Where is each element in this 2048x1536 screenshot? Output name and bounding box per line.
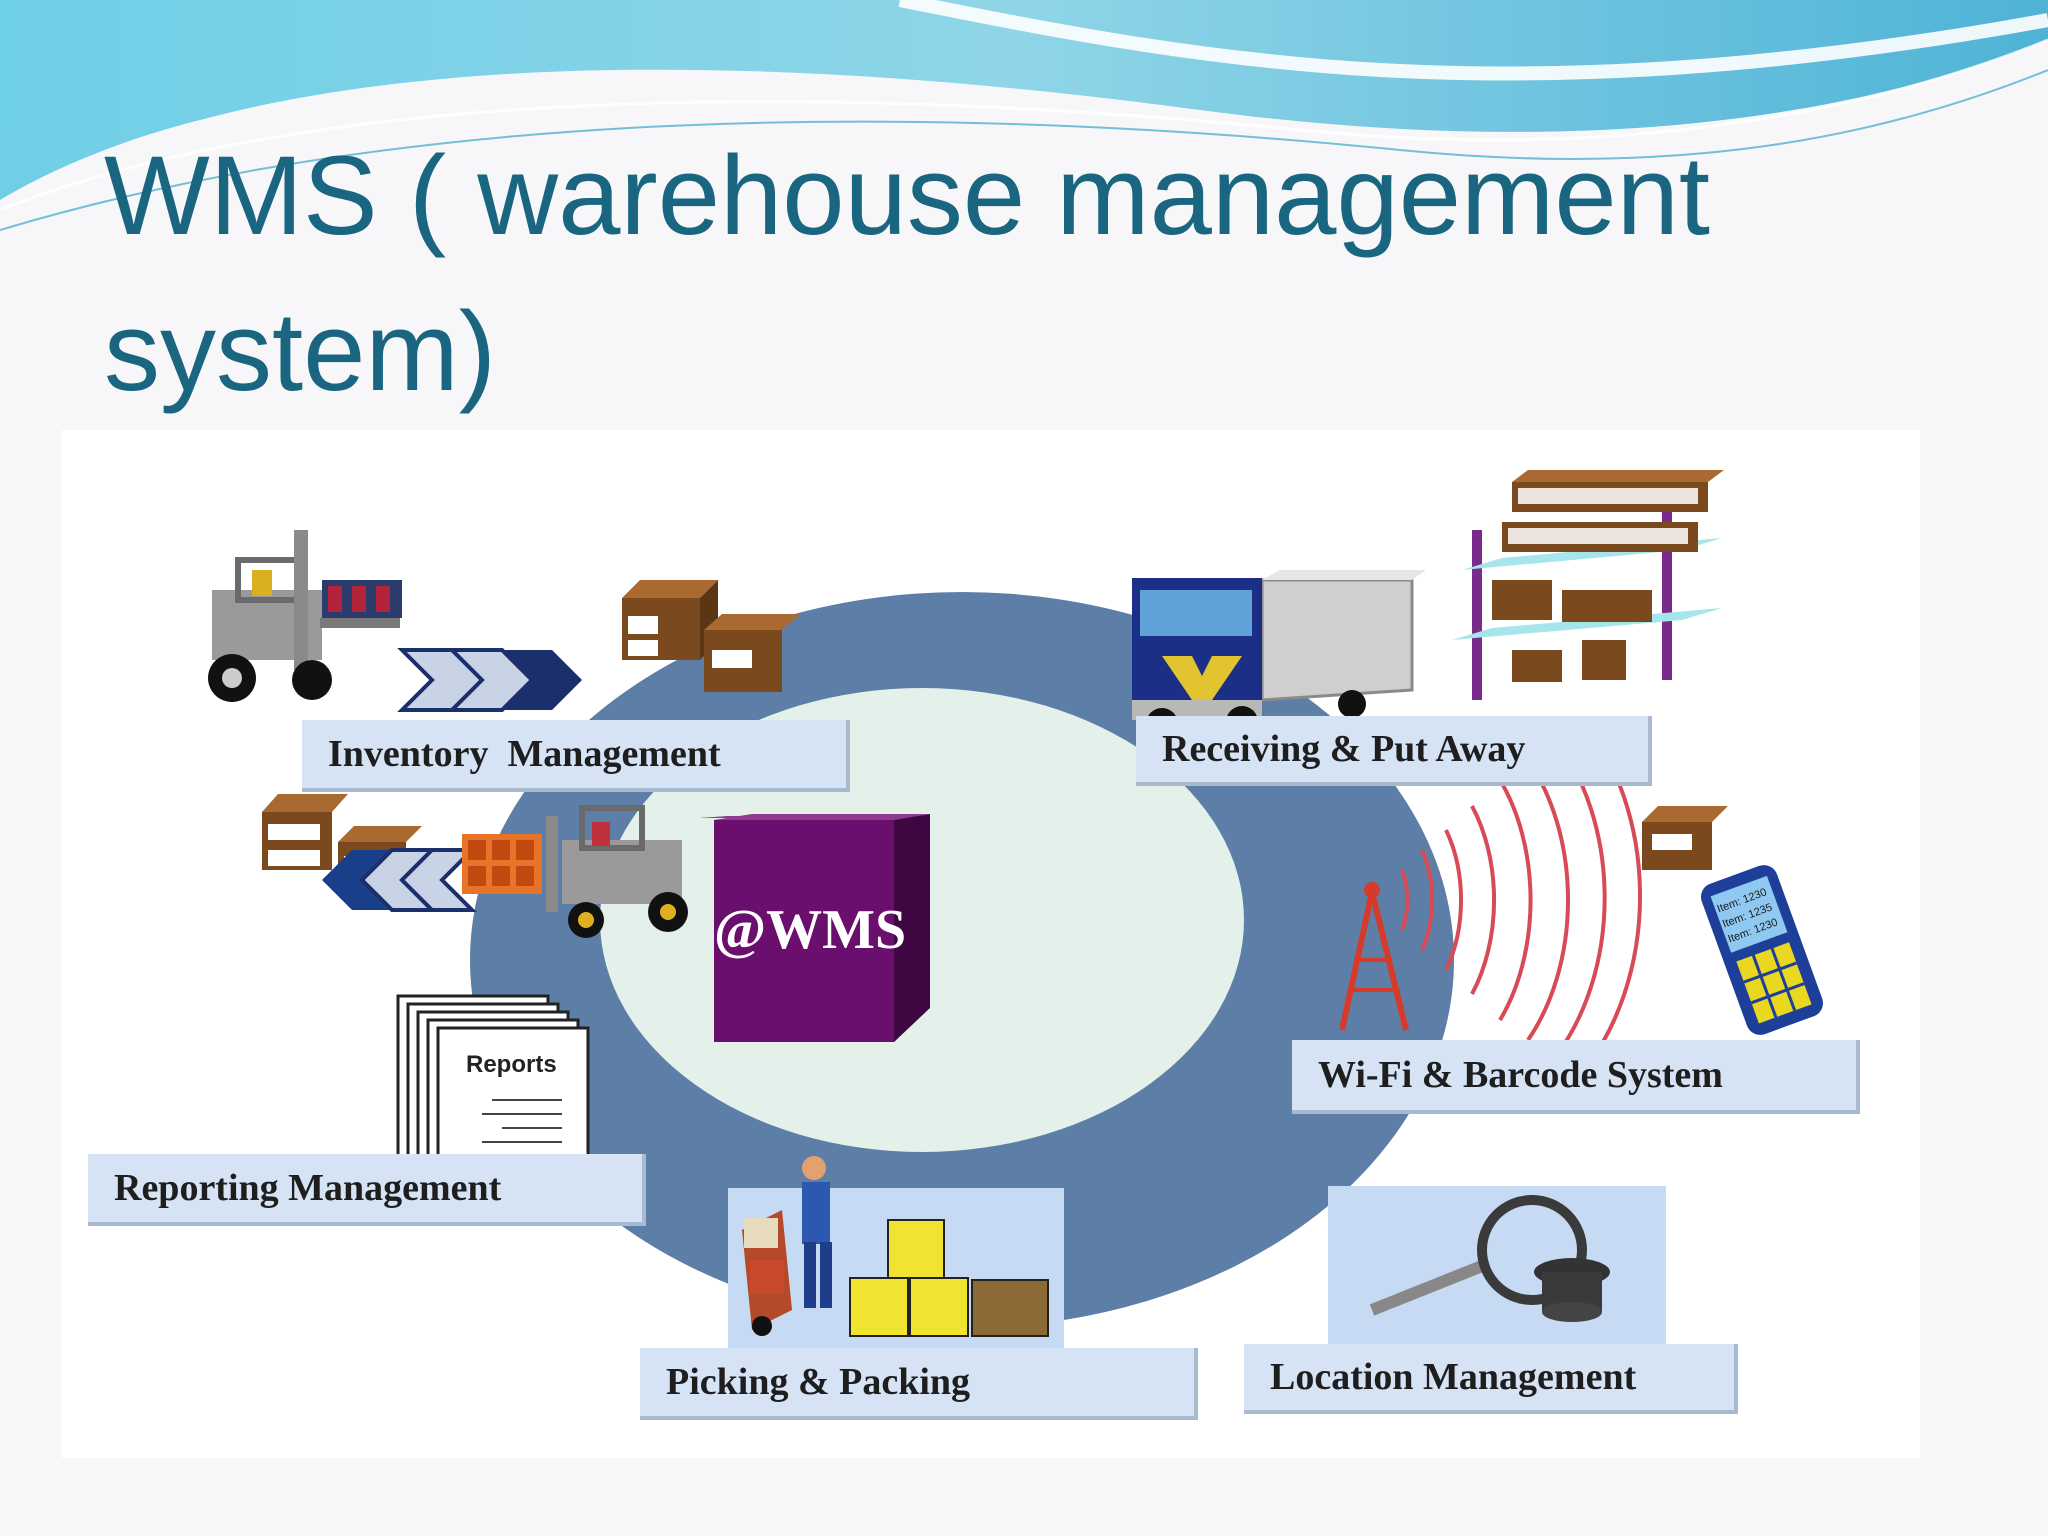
module-wifi-barcode-system: Wi-Fi & Barcode System — [1292, 1040, 1860, 1114]
module-reporting-management: Reporting Management — [88, 1154, 646, 1226]
wms-center-label: @WMS — [714, 899, 907, 961]
slide-title: WMS ( warehouse management system) — [104, 133, 1711, 414]
module-location-management-label: Location Management — [1270, 1356, 1637, 1398]
module-inventory-management-label: Inventory Management — [328, 733, 721, 775]
wms-diagram: @WMS — [62, 430, 1920, 1458]
module-reporting-management-label: Reporting Management — [114, 1167, 502, 1209]
header-wave-decoration — [0, 0, 2048, 231]
module-inventory-management: Inventory Management — [302, 720, 850, 792]
module-receiving-put-away-label: Receiving & Put Away — [1162, 728, 1526, 770]
wms-center — [714, 820, 894, 1042]
module-location-management: Location Management — [1244, 1344, 1738, 1414]
module-wifi-barcode-system-label: Wi-Fi & Barcode System — [1318, 1054, 1723, 1096]
module-receiving-put-away: Receiving & Put Away — [1136, 716, 1652, 786]
module-picking-packing: Picking & Packing — [640, 1348, 1198, 1420]
module-picking-packing-label: Picking & Packing — [666, 1361, 971, 1403]
